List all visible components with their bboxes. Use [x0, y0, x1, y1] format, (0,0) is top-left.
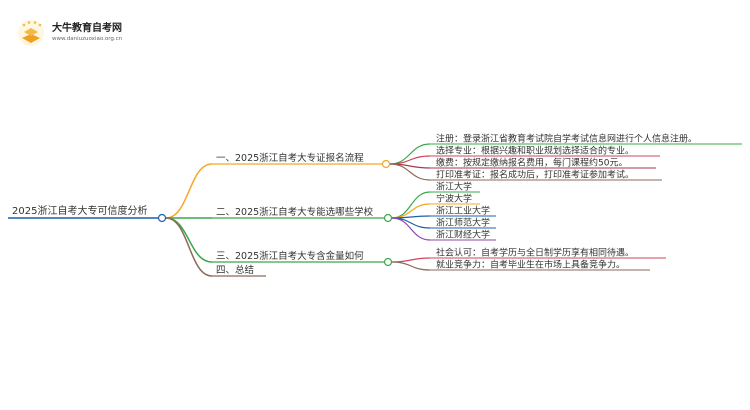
root-label[interactable]: 2025浙江自考大专可信度分析	[12, 204, 147, 217]
leaf-label-1-4[interactable]: 打印准考证：报名成功后，打印准考证参加考试。	[436, 169, 634, 181]
branch-label-4[interactable]: 四、总结	[216, 264, 254, 276]
leaf-label-2-3[interactable]: 浙江工业大学	[436, 205, 490, 217]
branch-node-dot-2[interactable]	[383, 213, 393, 223]
logo-url: www.daniuzuoxiao.org.cn	[52, 36, 123, 42]
branch-connector-3	[165, 217, 213, 263]
branch-label-3[interactable]: 三、2025浙江自考大专含金量如何	[216, 250, 364, 262]
leaf-label-3-1[interactable]: 社会认可：自考学历与全日制学历享有相同待遇。	[436, 247, 634, 259]
leaf-connector-2-5	[391, 217, 431, 241]
book-logo-icon	[18, 20, 44, 46]
leaf-label-3-2[interactable]: 就业竞争力：自考毕业生在市场上具备竞争力。	[436, 259, 625, 271]
leaf-connector-2-4	[391, 217, 431, 229]
branch-label-2[interactable]: 二、2025浙江自考大专能选哪些学校	[216, 206, 374, 218]
branch-node-dot-1[interactable]	[381, 159, 391, 169]
leaf-label-2-5[interactable]: 浙江财经大学	[436, 229, 490, 241]
branch-connector-4	[165, 217, 213, 277]
leaf-label-1-3[interactable]: 缴费：按规定缴纳报名费用，每门课程约50元。	[436, 157, 627, 169]
leaf-connector-1-1	[389, 143, 431, 165]
leaf-connector-3-1	[391, 257, 431, 263]
branch-node-dot-3[interactable]	[383, 257, 393, 267]
leaf-label-2-1[interactable]: 浙江大学	[436, 181, 472, 193]
site-logo[interactable]: 大牛教育自考网 www.daniuzuoxiao.org.cn	[16, 18, 122, 48]
branch-connector-1	[165, 163, 213, 219]
leaf-connector-3-2	[391, 261, 431, 271]
leaf-label-2-2[interactable]: 宁波大学	[436, 193, 472, 205]
leaf-label-1-1[interactable]: 注册：登录浙江省教育考试院自学考试信息网进行个人信息注册。	[436, 133, 697, 145]
branch-label-1[interactable]: 一、2025浙江自考大专证报名流程	[216, 152, 364, 164]
logo-name: 大牛教育自考网	[52, 23, 122, 34]
leaf-connector-1-4	[389, 163, 431, 181]
root-node-dot[interactable]	[157, 213, 167, 223]
leaf-label-1-2[interactable]: 选择专业：根据兴趣和职业规划选择适合的专业。	[436, 145, 634, 157]
leaf-label-2-4[interactable]: 浙江师范大学	[436, 217, 490, 229]
